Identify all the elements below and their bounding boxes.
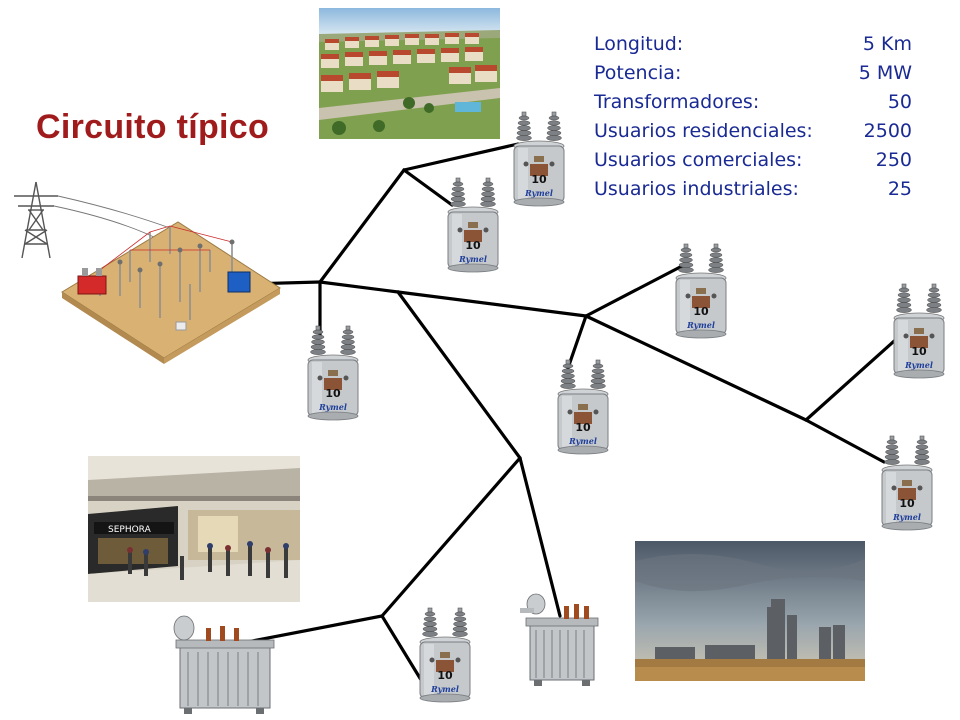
transformer-icon: [513, 111, 565, 207]
stat-value: 2500: [863, 120, 912, 142]
stat-label: Transformadores:: [594, 91, 760, 113]
transformer-icon: [557, 359, 609, 455]
stat-value: 5 Km: [862, 33, 912, 55]
industrial-photo: [635, 541, 865, 681]
transformer-icon: [447, 177, 499, 273]
stat-label: Potencia:: [594, 62, 682, 84]
shop-sign: SEPHORA: [108, 525, 152, 535]
transformer-icon: [893, 283, 945, 379]
stat-label: Usuarios industriales:: [594, 178, 799, 200]
stat-row-residential: Usuarios residenciales: 2500: [594, 117, 912, 146]
stat-row-power: Potencia: 5 MW: [594, 59, 912, 88]
stat-row-transformers: Transformadores: 50: [594, 88, 912, 117]
transmission-tower-icon: [14, 181, 171, 259]
transformer-icon: [881, 435, 933, 531]
circuit-stats: Longitud: 5 Km Potencia: 5 MW Transformado…: [594, 30, 912, 204]
stat-value: 5 MW: [858, 62, 912, 84]
feeder-lines: [214, 142, 904, 690]
power-transformer-icon: [173, 615, 275, 714]
transformer-icon: [419, 607, 471, 703]
page-title: Circuito típico: [36, 108, 270, 146]
stat-row-industrial: Usuarios industriales: 25: [594, 175, 912, 204]
stat-row-commercial: Usuarios comerciales: 250: [594, 146, 912, 175]
transformer-icon: [675, 243, 727, 339]
stat-value: 25: [887, 178, 912, 200]
substation-icon: [61, 221, 281, 364]
stat-label: Usuarios residenciales:: [594, 120, 813, 142]
stat-row-length: Longitud: 5 Km: [594, 30, 912, 59]
stat-value: 250: [875, 149, 912, 171]
residential-photo: [319, 8, 500, 139]
stat-label: Usuarios comerciales:: [594, 149, 803, 171]
stat-label: Longitud:: [594, 33, 684, 55]
commercial-photo: SEPHORA: [88, 456, 300, 602]
stat-value: 50: [887, 91, 912, 113]
transformer-icon: [307, 325, 359, 421]
